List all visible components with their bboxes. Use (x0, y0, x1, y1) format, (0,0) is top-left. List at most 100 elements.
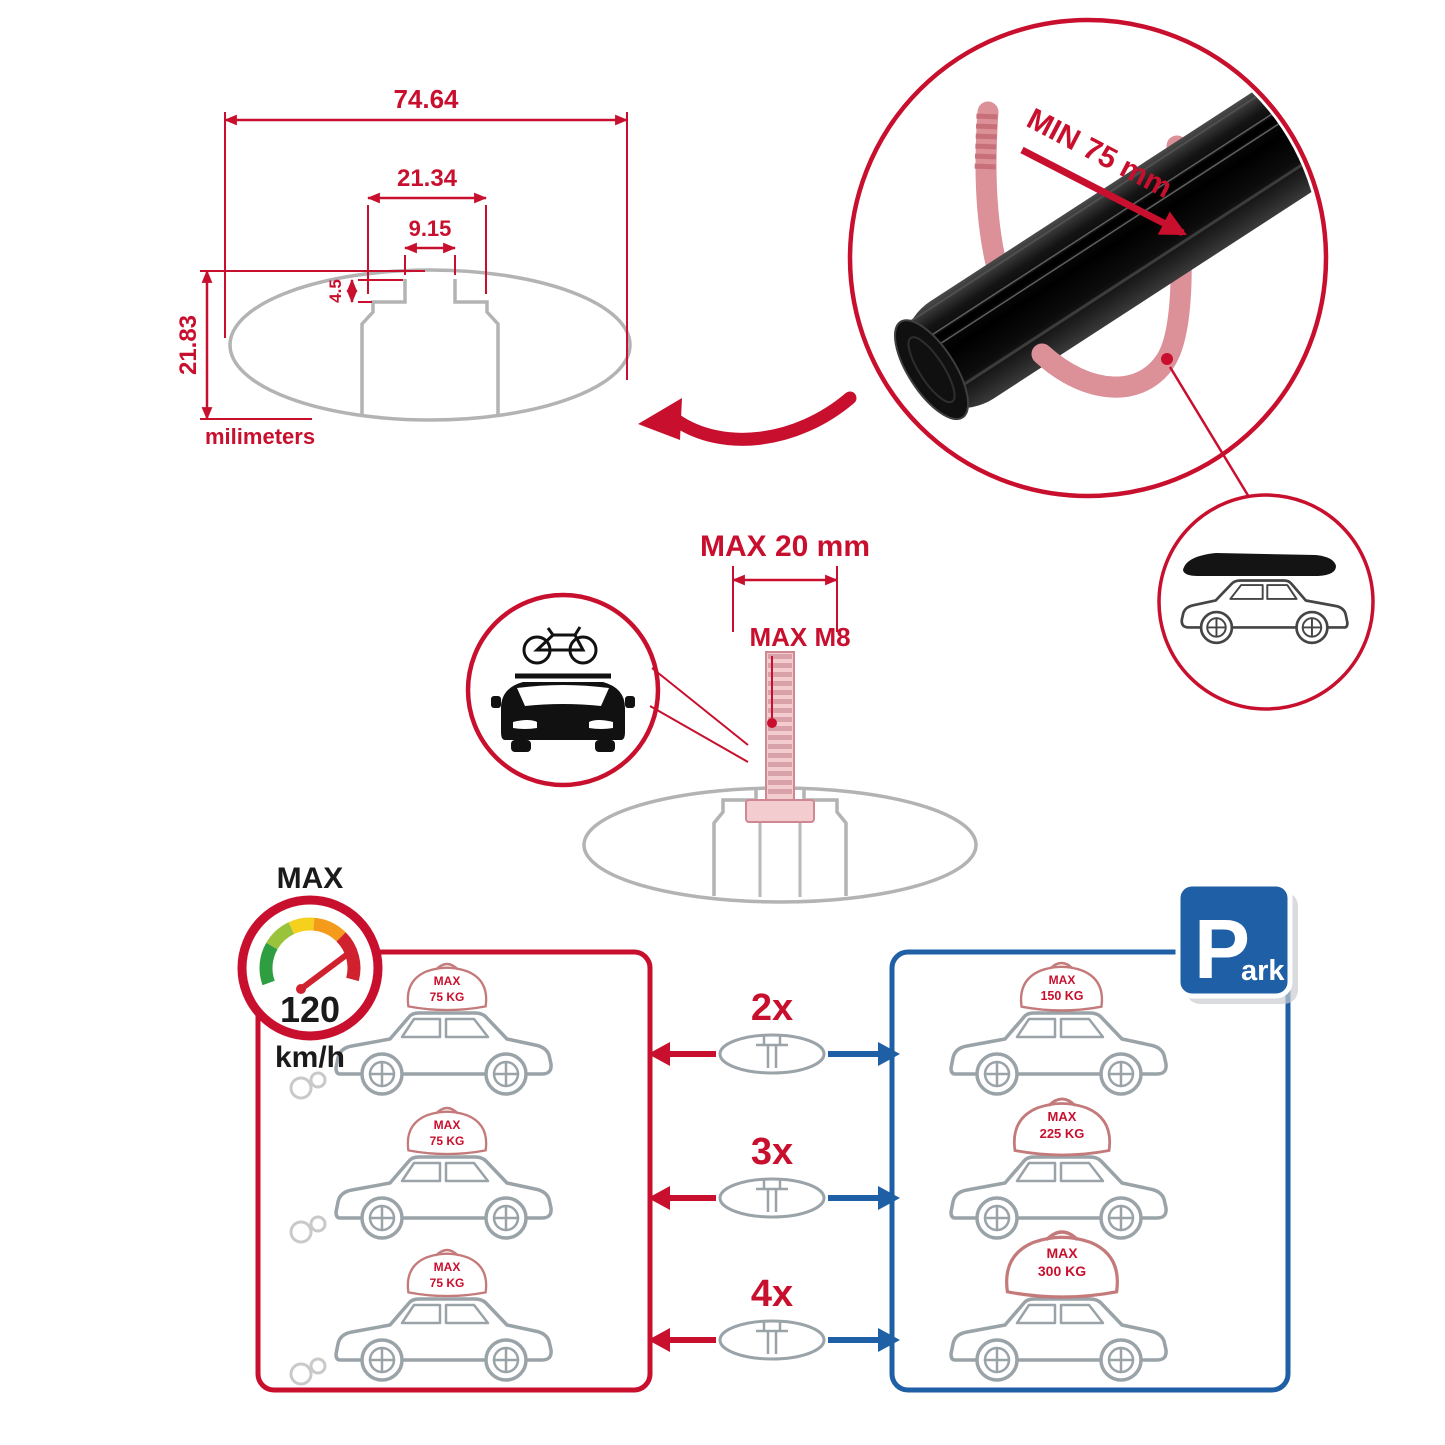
min-clamp-arrow (1020, 146, 1187, 237)
bag-max-label: MAX (434, 1260, 461, 1274)
profile-stem (758, 822, 802, 897)
suv-roofbox-icon (1157, 493, 1375, 711)
roof-box (1183, 553, 1336, 576)
dim-depth-label: 4.5 (326, 279, 345, 303)
gauge-yellow (288, 917, 315, 935)
driving-car-row: MAX 75 KG (289, 1106, 553, 1244)
exhaust-puff (289, 1362, 313, 1386)
bolt-max-thread-label: MAX M8 (749, 622, 850, 652)
quantity-label: 2x (751, 987, 793, 1029)
curved-arrow-icon (638, 391, 857, 446)
bag-max-label: MAX (434, 974, 461, 988)
clamp-pointer-dot (1161, 353, 1173, 365)
car-wheel (595, 740, 615, 752)
car-headlight (589, 720, 613, 729)
parking-sign-letter: P (1194, 902, 1250, 996)
driving-car-row: MAX 75 KG (289, 962, 553, 1100)
arrow-left-icon (648, 1328, 670, 1352)
bolt-max-length-label: MAX 20 mm (700, 530, 870, 563)
parked-car-row: MAX 300 KG (949, 1230, 1168, 1382)
crossbar-ellipse-icon (718, 1177, 826, 1219)
exhaust-puff (289, 1220, 313, 1244)
bag-max-label: MAX (1046, 1245, 1078, 1261)
crossbar-end-cap-inner (907, 336, 956, 404)
bike-icon (522, 626, 598, 665)
arrow-right-icon (878, 1042, 900, 1066)
bag-kg-label: 150 KG (1040, 989, 1083, 1003)
exhaust-puff (309, 1071, 327, 1089)
quantity-label: 4x (751, 1273, 793, 1315)
curved-arrow-shaft (669, 391, 857, 446)
crossbar-ellipse-slot (756, 1180, 788, 1212)
curved-arrow-head (638, 398, 682, 440)
speed-unit: km/h (275, 1041, 345, 1074)
car-headlight (513, 720, 537, 729)
quantity-rows: 2x 3x 4x (648, 987, 900, 1361)
bag-max-label: MAX (434, 1118, 461, 1132)
car-mirror (491, 696, 501, 708)
crossbar-ellipse-icon (718, 1033, 826, 1075)
parked-cars: MAX 150 KG MAX 225 KG MAX 300 KG (949, 961, 1168, 1382)
bag-kg-label: 300 KG (1038, 1263, 1086, 1279)
crossbar-profile-ellipse (228, 268, 632, 422)
bag-max-label: MAX (1049, 973, 1076, 987)
quantity-row: 3x (648, 1131, 900, 1219)
crossbar-ellipse-icon (718, 1319, 826, 1361)
bag-kg-label: 225 KG (1040, 1126, 1085, 1141)
gauge-lime (266, 922, 295, 950)
car-front-bike-icon (491, 626, 635, 752)
crossbar-end-cap (893, 319, 970, 421)
exhaust-puff (309, 1357, 327, 1375)
quantity-label: 3x (751, 1131, 793, 1173)
parked-car-row: MAX 225 KG (949, 1097, 1168, 1240)
bag-kg-label: 75 KG (430, 1134, 465, 1148)
dim-outer-label: 21.34 (397, 165, 458, 192)
quantity-row: 2x (648, 987, 900, 1075)
bag-max-label: MAX (1048, 1109, 1077, 1124)
car-wheel (511, 740, 531, 752)
arrow-left-icon (648, 1042, 670, 1066)
unit-label: milimeters (205, 424, 315, 449)
bike-frame (533, 626, 586, 652)
bag-kg-label: 75 KG (430, 1276, 465, 1290)
parking-sign-plate (1175, 881, 1293, 999)
gauge-needle (298, 950, 352, 992)
gauge-red (336, 932, 361, 982)
driving-cars: MAX 75 KG MAX 75 KG MAX 75 KG (289, 962, 553, 1386)
gauge-pivot (296, 984, 306, 994)
crossbar-body (903, 61, 1321, 409)
gauge-green (259, 942, 278, 986)
exhaust-puff (309, 1215, 327, 1233)
parking-sign: P ark (1175, 881, 1298, 1004)
arrow-right-icon (878, 1186, 900, 1210)
driving-car-row: MAX 75 KG (289, 1248, 553, 1386)
crossbar-ellipse-slot (756, 1036, 788, 1068)
car-mirror (625, 696, 635, 708)
crossbar-profile-channel (360, 279, 500, 414)
leader-line (651, 667, 749, 746)
clamp-hook-front (1031, 343, 1177, 398)
leader-line (649, 705, 749, 763)
quantity-row: 4x (648, 1273, 900, 1361)
arrow-left-icon (648, 1186, 670, 1210)
gauge-orange (312, 917, 346, 942)
crossbar-detail-circle: MIN 75 mm (847, 17, 1329, 503)
bolt-t-head (745, 799, 815, 823)
dim-total-label: 74.64 (393, 84, 459, 114)
car-windshield (517, 685, 609, 706)
parking-sign-suffix: ark (1241, 955, 1285, 987)
bolt-leader-dot (767, 718, 777, 728)
connector-line (1168, 366, 1254, 503)
profile-channel-faded (712, 789, 848, 896)
speed-value: 120 (280, 989, 340, 1030)
speed-max-label: MAX (277, 862, 344, 895)
dim-inner-label: 9.15 (409, 216, 452, 241)
bolt-diagram: MAX 20 mm MAX M8 (465, 530, 978, 904)
parked-car-row: MAX 150 KG (949, 961, 1168, 1096)
speedometer-icon: MAX 120 km/h (237, 862, 383, 1074)
crossbar-ellipse-slot (756, 1322, 788, 1354)
arrow-right-icon (878, 1328, 900, 1352)
exhaust-puff (289, 1076, 313, 1100)
cross-section-diagram: 74.64 21.34 9.15 4.5 21.83 milimeters (175, 84, 632, 449)
